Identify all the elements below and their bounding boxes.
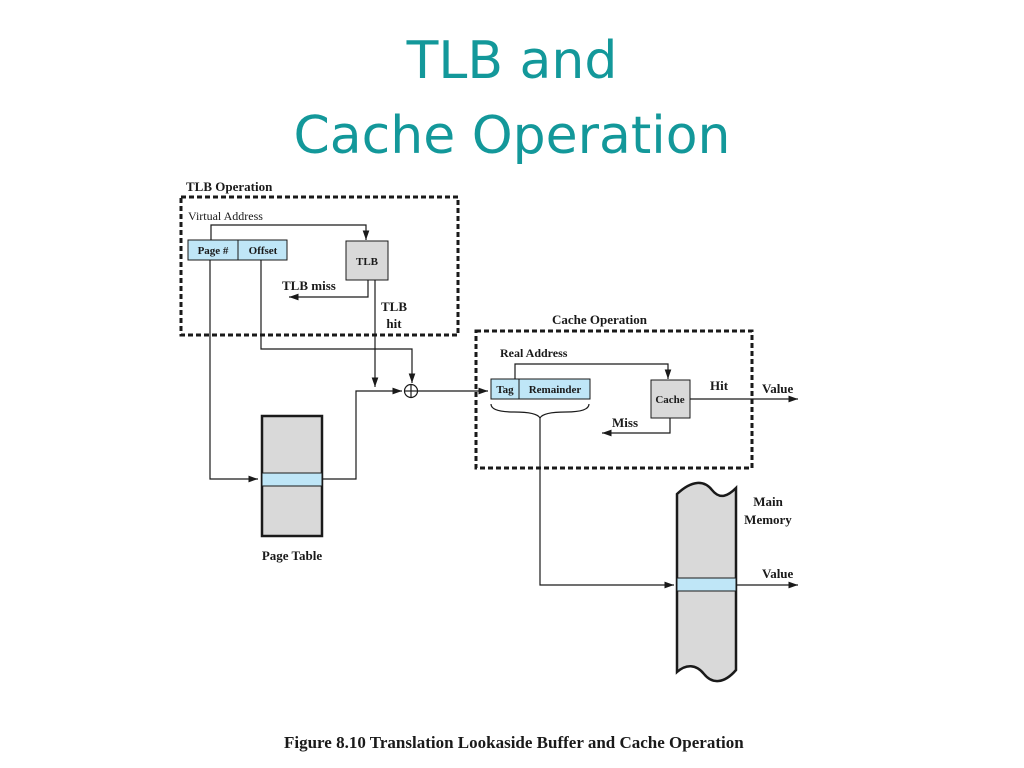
cache-miss-label: Miss (612, 415, 638, 430)
offset-field (237, 239, 288, 261)
main-memory-entry (676, 577, 737, 592)
cache-miss-arrow (602, 418, 671, 437)
virtual-address-label: Virtual Address (188, 209, 263, 223)
address-brace (490, 403, 590, 420)
real-address-label: Real Address (500, 346, 568, 360)
tlb-box (345, 240, 389, 281)
offset-to-combiner-arrow (260, 260, 416, 383)
figure-caption: Figure 8.10 Translation Lookaside Buffer… (284, 733, 744, 752)
page-number-label: Page # (198, 245, 229, 257)
memory-value-label: Value (762, 566, 794, 581)
cache-value-label: Value (762, 381, 794, 396)
tlb-operation-label: TLB Operation (186, 179, 273, 194)
page-to-tlb-arrow (210, 224, 370, 240)
cache-operation-label: Cache Operation (552, 312, 648, 327)
tlb-operation-region (179, 195, 460, 337)
page-to-page-table-arrow (209, 260, 258, 483)
address-to-memory-arrow (539, 418, 674, 589)
tlb-hit-label-1: TLB (381, 299, 407, 314)
cache-box-label: Cache (655, 394, 684, 406)
tlb-miss-label: TLB miss (282, 278, 336, 293)
tlb-box-label: TLB (356, 256, 379, 268)
main-memory-label-2: Memory (744, 512, 792, 527)
slide-title-line2: Cache Operation (293, 106, 731, 166)
remainder-label: Remainder (529, 384, 582, 396)
slide-title-line1: TLB and (406, 31, 618, 91)
tag-label: Tag (496, 384, 514, 396)
tlb-miss-arrow (289, 280, 369, 301)
page-table-to-combiner-arrow (322, 387, 402, 480)
tlb-hit-label-2: hit (386, 316, 402, 331)
offset-label: Offset (249, 245, 278, 257)
cache-hit-label: Hit (710, 378, 729, 393)
main-memory-label-1: Main (753, 494, 783, 509)
cache-box (650, 379, 691, 419)
page-table-entry (261, 472, 323, 487)
tag-to-cache-arrow (514, 363, 672, 379)
page-table-label: Page Table (262, 548, 323, 563)
remainder-field (518, 378, 591, 400)
